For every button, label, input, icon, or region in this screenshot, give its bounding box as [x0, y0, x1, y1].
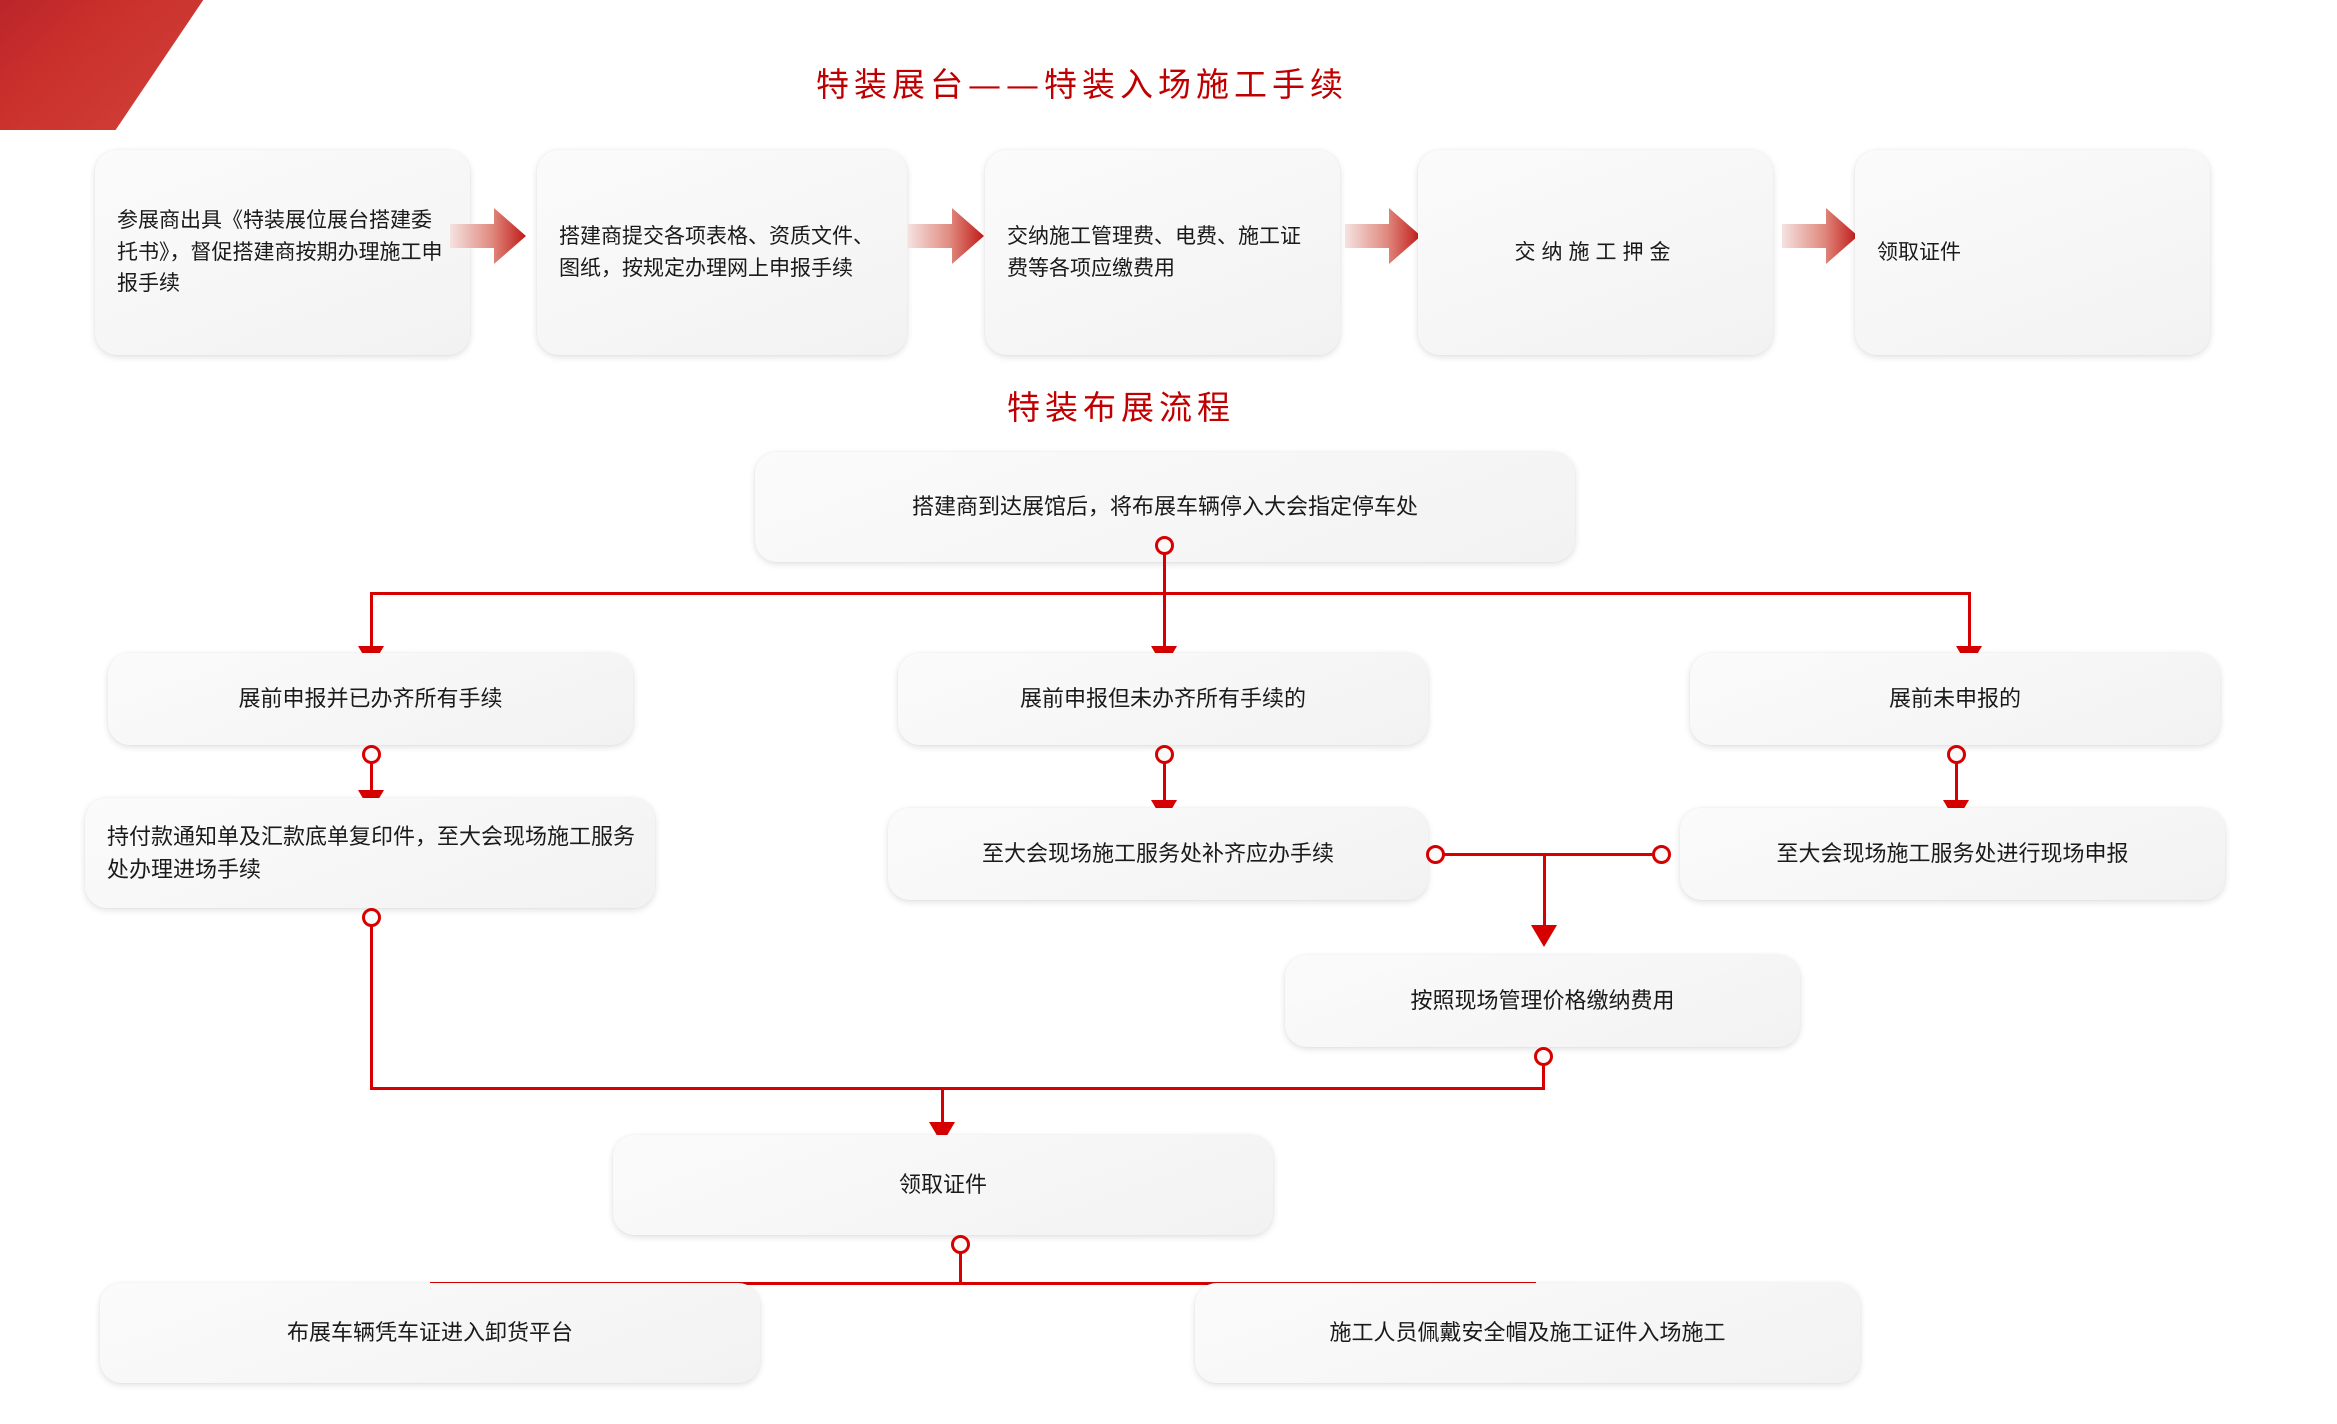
connector-bus-branches	[370, 592, 1970, 595]
setup-collect-label: 领取证件	[898, 1172, 987, 1198]
procedure-step-3: 交纳施工管理费、电费、施工证费等各项应缴费用	[985, 150, 1340, 355]
setup-outcome-1-label: 布展车辆凭车证进入卸货平台	[286, 1320, 573, 1346]
connector-bus-outcomes	[430, 1282, 1536, 1285]
setup-outcome-2-label: 施工人员佩戴安全帽及施工证件入场施工	[1329, 1320, 1726, 1346]
chevron-right-arrow-1	[450, 208, 526, 264]
procedure-step-1-label: 参展商出具《特装展位展台搭建委托书》，督促搭建商按期办理施工申报手续	[117, 207, 443, 296]
connector-line-action-1-to-bus	[370, 925, 373, 1089]
connector-line-fee-down	[1543, 853, 1546, 931]
setup-branch-2: 展前申报但未办齐所有手续的	[898, 653, 1428, 745]
setup-action-1-label: 持付款通知单及汇款底单复印件，至大会现场施工服务处办理进场手续	[107, 823, 636, 882]
chevron-right-arrow-4	[1782, 208, 1858, 264]
procedure-step-3-label: 交纳施工管理费、电费、施工证费等各项应缴费用	[1007, 223, 1301, 280]
setup-fee-label: 按照现场管理价格缴纳费用	[1410, 988, 1675, 1014]
setup-action-3-label: 至大会现场施工服务处进行现场申报	[1776, 841, 2129, 867]
connector-line-branch-2-down	[1163, 762, 1166, 806]
section-title-setup: 特装布展流程	[1007, 388, 1235, 427]
setup-branch-3-label: 展前未申报的	[1888, 686, 2021, 712]
connector-drop-branch-2	[1163, 592, 1166, 652]
procedure-step-5: 领取证件	[1855, 150, 2210, 355]
setup-action-2-label: 至大会现场施工服务处补齐应办手续	[981, 841, 1334, 867]
setup-start-label: 搭建商到达展馆后，将布展车辆停入大会指定停车处	[911, 494, 1418, 520]
connector-dot-action-3-left	[1652, 845, 1671, 864]
arrowhead-fee	[1531, 925, 1557, 947]
setup-outcome-2: 施工人员佩戴安全帽及施工证件入场施工	[1195, 1283, 1860, 1383]
procedure-step-2: 搭建商提交各项表格、资质文件、图纸，按规定办理网上申报手续	[537, 150, 907, 355]
setup-action-1: 持付款通知单及汇款底单复印件，至大会现场施工服务处办理进场手续	[85, 798, 655, 908]
connector-line-start-down	[1163, 553, 1166, 593]
procedure-step-5-label: 领取证件	[1877, 239, 1961, 264]
procedure-step-1: 参展商出具《特装展位展台搭建委托书》，督促搭建商按期办理施工申报手续	[95, 150, 470, 355]
connector-line-collect-to-bus	[959, 1252, 962, 1284]
setup-fee-node: 按照现场管理价格缴纳费用	[1285, 955, 1800, 1047]
procedure-step-4-label: 交纳施工押金	[1514, 239, 1677, 264]
setup-action-3: 至大会现场施工服务处进行现场申报	[1680, 808, 2225, 900]
connector-merge-bus-fee	[1443, 853, 1654, 856]
connector-line-fee-to-bus	[1542, 1064, 1545, 1089]
setup-collect-node: 领取证件	[613, 1135, 1273, 1235]
corner-decoration-shape	[0, 0, 210, 130]
setup-branch-1: 展前申报并已办齐所有手续	[108, 653, 633, 745]
setup-outcome-1: 布展车辆凭车证进入卸货平台	[100, 1283, 760, 1383]
connector-line-collect-down	[941, 1087, 944, 1129]
section-title-procedure: 特装展台——特装入场施工手续	[816, 65, 1348, 104]
setup-branch-3: 展前未申报的	[1690, 653, 2220, 745]
connector-drop-branch-1	[370, 592, 373, 652]
setup-branch-1-label: 展前申报并已办齐所有手续	[238, 686, 503, 712]
setup-branch-2-label: 展前申报但未办齐所有手续的	[1019, 686, 1306, 712]
connector-line-branch-3-down	[1955, 762, 1958, 806]
connector-line-branch-1-down	[370, 762, 373, 796]
procedure-step-2-label: 搭建商提交各项表格、资质文件、图纸，按规定办理网上申报手续	[559, 223, 874, 280]
connector-drop-branch-3	[1968, 592, 1971, 652]
chevron-right-arrow-3	[1345, 208, 1421, 264]
chevron-right-arrow-2	[908, 208, 984, 264]
procedure-step-4: 交纳施工押金	[1418, 150, 1773, 355]
connector-bus-collect	[370, 1087, 1545, 1090]
setup-action-2: 至大会现场施工服务处补齐应办手续	[888, 808, 1428, 900]
